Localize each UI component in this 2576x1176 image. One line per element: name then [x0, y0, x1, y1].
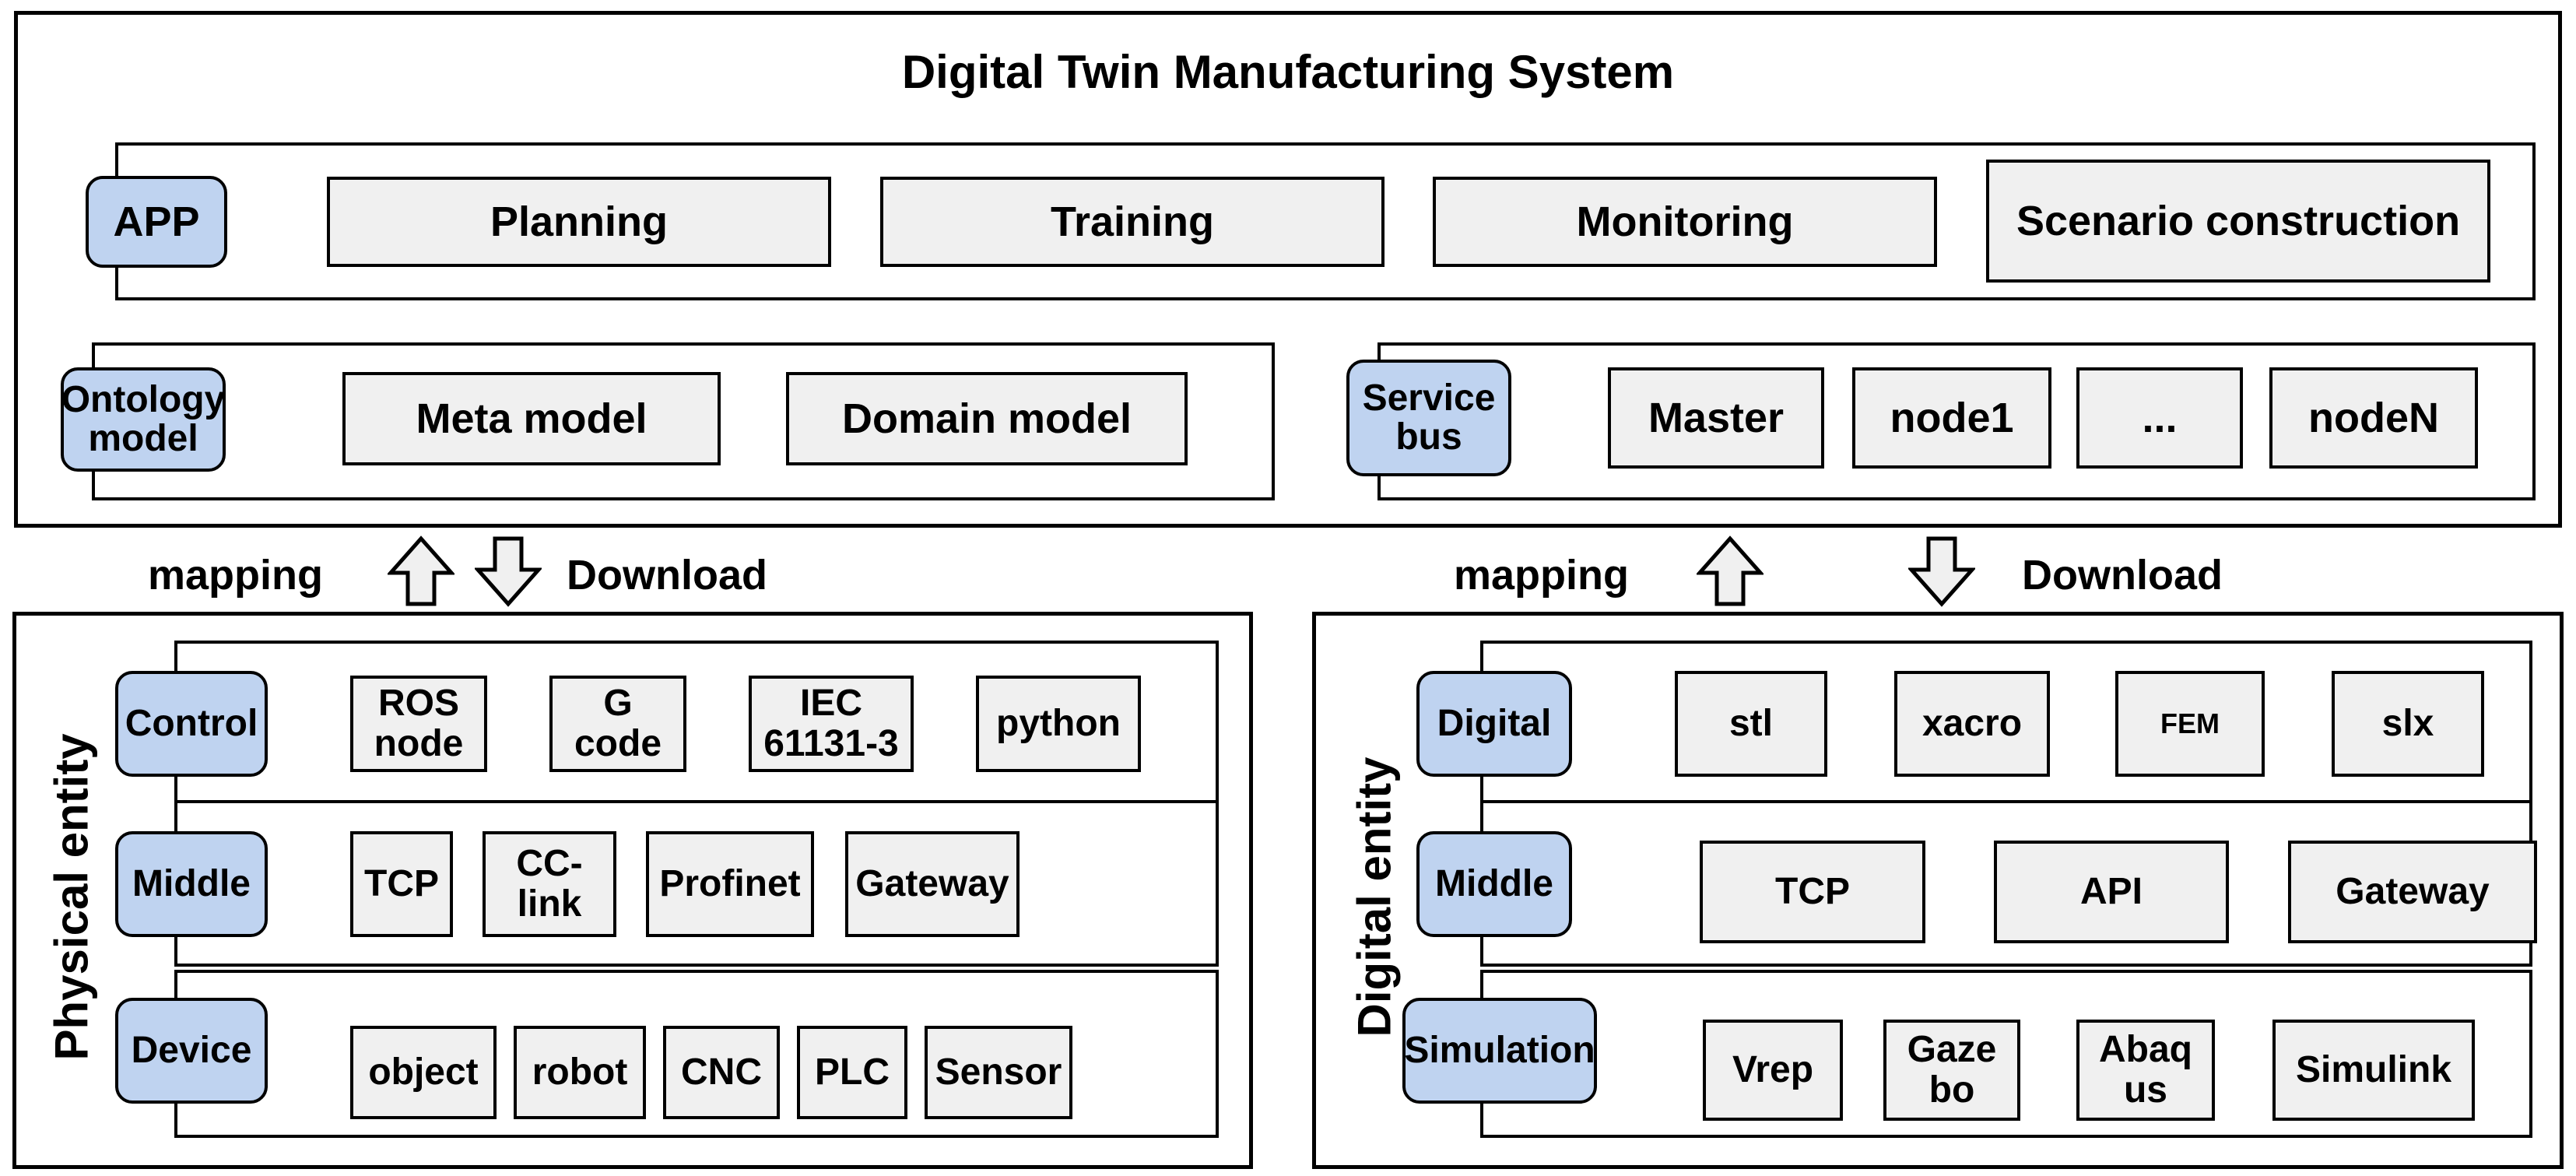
- app-item-monitoring[interactable]: Monitoring: [1433, 177, 1937, 267]
- app-item-planning[interactable]: Planning: [327, 177, 831, 267]
- control-item-ros-node[interactable]: ROS node: [350, 676, 487, 772]
- pill-simulation[interactable]: Simulation: [1402, 998, 1597, 1104]
- pill-service-line2: bus: [1395, 416, 1462, 458]
- left-mapping-label: mapping: [148, 552, 323, 599]
- service-item-master[interactable]: Master: [1608, 367, 1824, 469]
- simulation-item-abaqus-line2: us: [2123, 1069, 2167, 1111]
- pill-service-line1: Service: [1362, 377, 1496, 419]
- digital-middle-item-api[interactable]: API: [1994, 841, 2229, 943]
- service-item-node1[interactable]: node1: [1852, 367, 2051, 469]
- right-arrow-up-icon: [1697, 535, 1764, 606]
- simulation-item-simulink[interactable]: Simulink: [2272, 1020, 2475, 1121]
- control-item-ros-node-line2: node: [374, 723, 464, 764]
- simulation-item-abaqus-line1: Abaq: [2099, 1029, 2192, 1071]
- control-item-python[interactable]: python: [976, 676, 1141, 772]
- pill-digital-middle[interactable]: Middle: [1416, 831, 1572, 937]
- physical-middle-item-cc-link[interactable]: CC- link: [483, 831, 616, 937]
- physical-middle-cc-link-line2: link: [517, 883, 582, 925]
- simulation-item-gazebo-line2: bo: [1928, 1069, 1975, 1111]
- control-item-g-code-line1: G: [603, 683, 633, 725]
- physical-middle-item-tcp[interactable]: TCP: [350, 831, 453, 937]
- pill-service-bus[interactable]: Service bus: [1346, 360, 1511, 476]
- control-item-g-code[interactable]: G code: [549, 676, 686, 772]
- ontology-item-domain-model[interactable]: Domain model: [786, 372, 1188, 465]
- device-item-robot[interactable]: robot: [514, 1026, 646, 1119]
- control-item-iec-line1: IEC: [799, 683, 862, 725]
- device-item-object[interactable]: object: [350, 1026, 497, 1119]
- pill-app[interactable]: APP: [86, 176, 227, 268]
- pill-ontology-line2: model: [88, 418, 198, 459]
- digital-entity-label: Digital entity: [1348, 757, 1401, 1037]
- device-item-sensor[interactable]: Sensor: [925, 1026, 1072, 1119]
- right-download-label: Download: [2022, 552, 2223, 599]
- ontology-item-meta-model[interactable]: Meta model: [342, 372, 721, 465]
- device-item-plc[interactable]: PLC: [797, 1026, 907, 1119]
- digital-item-stl[interactable]: stl: [1675, 671, 1827, 777]
- digital-middle-item-tcp[interactable]: TCP: [1700, 841, 1925, 943]
- simulation-item-gazebo-line1: Gaze: [1907, 1029, 1997, 1071]
- physical-middle-item-gateway[interactable]: Gateway: [845, 831, 1020, 937]
- right-mapping-label: mapping: [1454, 552, 1629, 599]
- service-item-nodeN[interactable]: nodeN: [2269, 367, 2478, 469]
- left-arrow-up-icon: [388, 535, 454, 606]
- digital-item-slx[interactable]: slx: [2332, 671, 2484, 777]
- pill-control[interactable]: Control: [115, 671, 268, 777]
- left-download-label: Download: [567, 552, 767, 599]
- simulation-item-vrep[interactable]: Vrep: [1703, 1020, 1843, 1121]
- left-arrow-down-icon: [475, 536, 542, 607]
- pill-device[interactable]: Device: [115, 998, 268, 1104]
- service-item-ellipsis[interactable]: ...: [2076, 367, 2243, 469]
- simulation-item-abaqus[interactable]: Abaq us: [2076, 1020, 2215, 1121]
- page-title: Digital Twin Manufacturing System: [901, 46, 1675, 98]
- control-item-iec-61131-3[interactable]: IEC 61131-3: [749, 676, 914, 772]
- device-item-cnc[interactable]: CNC: [663, 1026, 780, 1119]
- digital-item-fem[interactable]: FEM: [2115, 671, 2265, 777]
- digital-item-xacro[interactable]: xacro: [1894, 671, 2050, 777]
- physical-middle-cc-link-line1: CC-: [516, 843, 583, 885]
- app-item-training[interactable]: Training: [880, 177, 1385, 267]
- right-arrow-down-icon: [1908, 536, 1975, 607]
- control-item-iec-line2: 61131-3: [763, 723, 899, 764]
- digital-middle-item-gateway[interactable]: Gateway: [2288, 841, 2537, 943]
- physical-entity-label: Physical entity: [45, 733, 98, 1061]
- physical-middle-item-profinet[interactable]: Profinet: [646, 831, 814, 937]
- control-item-ros-node-line1: ROS: [377, 683, 459, 725]
- simulation-item-gazebo[interactable]: Gaze bo: [1883, 1020, 2020, 1121]
- pill-physical-middle[interactable]: Middle: [115, 831, 268, 937]
- pill-digital[interactable]: Digital: [1416, 671, 1572, 777]
- pill-ontology-line1: Ontology: [61, 378, 226, 420]
- pill-ontology-model[interactable]: Ontology model: [61, 367, 226, 472]
- control-item-g-code-line2: code: [574, 723, 662, 764]
- app-item-scenario-construction[interactable]: Scenario construction: [1986, 160, 2490, 283]
